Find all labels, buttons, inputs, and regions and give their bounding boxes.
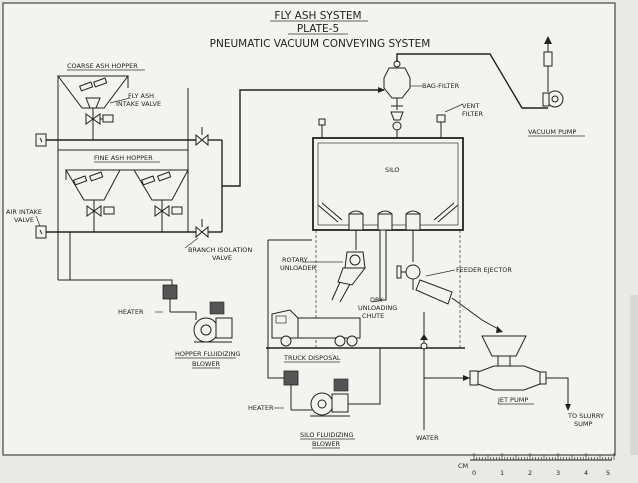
vacuum-pump-label: VACUUM PUMP [528,128,576,136]
heater-1-label: HEATER [118,308,144,316]
edge-scale-strip [630,295,638,455]
rotary-unloader-label-1: ROTARY [282,256,308,264]
dry-chute-label-3: CHUTE [362,312,384,320]
hopper-blower-label-2: BLOWER [192,360,220,368]
truck-disposal-label: TRUCK DISPOSAL [283,354,341,362]
vacuum-pump: VACUUM PUMP [528,36,585,137]
vent-filter-label-2: FILTER [462,110,483,118]
dry-chute-label-1: DRY [370,296,383,304]
air-intake-label-2: VALVE [14,216,34,224]
truck-bay: ROTARY UNLOADER DRY UNLOADING CHUTE TRUC… [266,229,465,363]
vent-filter-label-1: VENT [462,102,479,110]
ruler-label-3: 3 [556,469,560,477]
silo-blower-label-1: SILO FLUIDIZING [300,431,354,439]
ruler-label-4: 4 [584,469,588,477]
title-line-1: FLY ASH SYSTEM [274,10,361,22]
hopper-blower-label-1: HOPPER FLUIDIZING [175,350,240,358]
scale-ruler: CM 0 1 2 3 4 5 [458,453,615,477]
fly-ash-valve-label-1: FLY ASH [128,92,154,100]
rotary-unloader-label-2: UNLOADER [280,264,317,272]
jet-pump-label: JET PUMP [497,396,528,404]
silo: SILO [312,137,464,348]
coarse-ash-hopper-label: COARSE ASH HOPPER [67,62,138,70]
ruler-unit: CM [458,462,468,470]
ruler-label-5: 5 [606,469,610,477]
slurry-sump-label-2: SUMP [574,420,592,428]
silo-label: SILO [385,166,400,174]
air-intake-label-1: AIR INTAKE [6,208,42,216]
coarse-ash-hopper: COARSE ASH HOPPER FLY ASH INTAKE VALVE [57,62,161,140]
silo-blower-label-2: BLOWER [312,440,340,448]
slurry-sump-label-1: TO SLURRY [567,412,604,420]
silo-fluidizing-blower: HEATER SILO FLUIDIZING BLOWER [248,348,381,449]
feeder-ejector-label: FEEDER EJECTOR [456,266,512,274]
branch-valve-label-2: VALVE [212,254,232,262]
bag-filter: BAG-FILTER VENT FILTER [318,60,483,138]
bag-filter-label: BAG-FILTER [422,82,460,90]
hopper-piping: AIR INTAKE VALVE BRANCH ISOLATION VALVE [6,87,385,290]
branch-valve-label-1: BRANCH ISOLATION [188,246,252,254]
water-line: WATER [416,312,470,442]
fly-ash-valve-label-2: INTAKE VALVE [116,100,161,108]
dry-chute-label-2: UNLOADING [358,304,397,312]
vacuum-line [396,53,548,109]
ruler-label-2: 2 [528,469,532,477]
title-line-2: PLATE-5 [297,23,339,35]
title-line-3: PNEUMATIC VACUUM CONVEYING SYSTEM [210,38,431,50]
jet-pump: JET PUMP TO SLURRY SUMP [469,335,604,428]
fine-ash-hopper-label: FINE ASH HOPPER [94,154,153,162]
title-block: FLY ASH SYSTEM PLATE-5 PNEUMATIC VACUUM … [210,10,431,50]
ruler-label-0: 0 [472,469,476,477]
fine-ash-hopper: FINE ASH HOPPER [65,154,189,232]
heater-2-label: HEATER [248,404,274,412]
water-label: WATER [416,434,439,442]
ruler-label-1: 1 [500,469,504,477]
hopper-fluidizing-blower: HEATER HOPPER FLUIDIZING BLOWER [118,284,240,369]
feeder-ejector: FEEDER EJECTOR [396,230,512,333]
